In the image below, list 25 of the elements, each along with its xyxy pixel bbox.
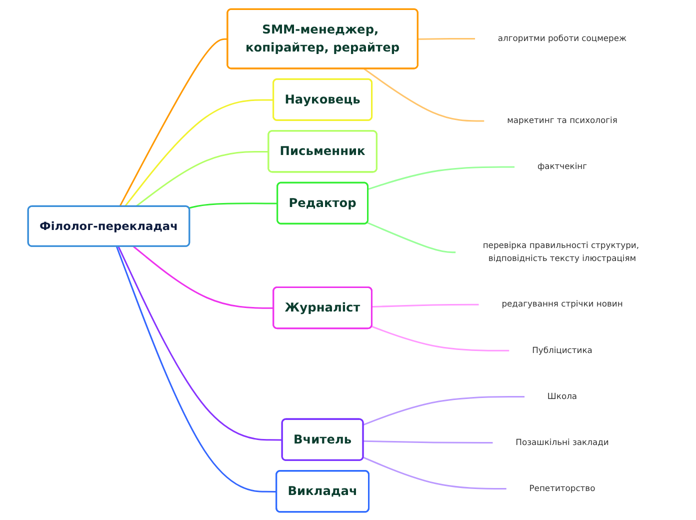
node-text: Школа	[547, 390, 577, 401]
node-text: редагування стрічки новин	[501, 298, 622, 309]
connector	[371, 325, 509, 351]
node-text: алгоритми роботи соцмереж	[497, 32, 626, 43]
connector	[362, 395, 524, 425]
connector	[115, 246, 276, 492]
connector	[363, 68, 484, 122]
connector	[366, 221, 456, 253]
connector	[118, 38, 228, 206]
node-text: маркетинг та психологія	[506, 114, 617, 125]
connector	[362, 456, 506, 490]
connector	[362, 440, 492, 443]
connector	[124, 98, 274, 207]
node-text: фактчекінг	[537, 160, 587, 171]
node-text: Репетиторство	[528, 482, 595, 493]
connector	[117, 246, 282, 440]
node-text: Публіцистика	[532, 344, 592, 355]
connector	[367, 166, 514, 190]
connector	[134, 150, 268, 207]
node-text: перевірка правильності структури, відповідність тексту ілюстраціям	[482, 240, 639, 262]
node-text: Позашкільні заклади	[515, 436, 608, 447]
connector	[132, 245, 274, 308]
connector	[418, 38, 475, 40]
connector	[372, 303, 478, 308]
connector	[188, 202, 278, 208]
